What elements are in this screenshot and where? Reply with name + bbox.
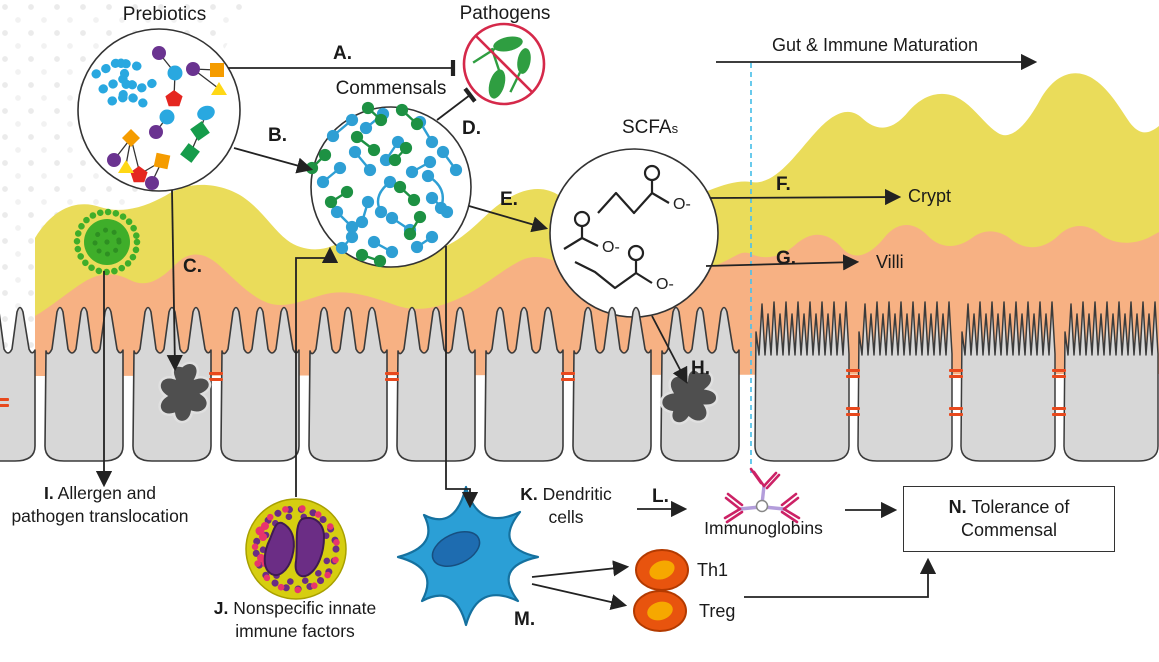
callout-j: J. Nonspecific innate immune factors [182, 597, 408, 643]
pathogen-bacteria [472, 36, 531, 99]
maturation-axis-label: Gut & Immune Maturation [771, 35, 979, 55]
callout-k-line1: Dendritic [542, 484, 612, 504]
callout-n-line2: Commensal [960, 520, 1058, 540]
callout-i-line1: Allergen and [57, 483, 156, 503]
arrow-h [651, 315, 688, 384]
callout-i-letter: I. [44, 483, 54, 503]
callout-n: N. Tolerance of Commensal [949, 496, 1070, 543]
arrow-commensals-to-dendritic [445, 246, 479, 509]
neutrophil-icon [245, 498, 347, 600]
pathogens-label: Pathogens [459, 3, 551, 24]
callout-k-line2: cells [548, 507, 584, 528]
prohibition-slash [475, 35, 534, 94]
arrow-m-th1 [531, 560, 630, 578]
dendritic-nucleus [431, 531, 481, 567]
scfa-text: SCFA [621, 117, 672, 138]
arrow-treg-to-tolerance [744, 557, 937, 598]
dendritic-cell-icon [396, 485, 540, 627]
step-m-label: M. [514, 609, 536, 630]
acetate-o-label: O- [602, 239, 620, 256]
step-c-label: C. [183, 256, 202, 277]
step-a-label: A. [333, 43, 352, 64]
prebiotic-chains [107, 46, 227, 190]
callout-n-letter: N. [948, 496, 967, 517]
immunoglobins-label: Immunoglobins [704, 518, 823, 538]
step-e-label: E. [500, 189, 518, 210]
treg-cell-icon [633, 590, 687, 632]
nucleus-lobe-right [294, 517, 326, 578]
arrow-g [705, 254, 860, 271]
step-h-label: H. [691, 358, 710, 379]
arrow-d-inhibit [436, 87, 477, 121]
prebiotics-label: Prebiotics [122, 4, 207, 25]
th1-cell-icon [635, 549, 689, 591]
villi-label: Villi [876, 252, 904, 272]
arrow-f [709, 188, 902, 206]
arrow-m-treg [531, 583, 628, 611]
butyrate-molecule: O- [597, 164, 691, 215]
arrow-b [233, 147, 314, 174]
scfa-label: SCFAs [600, 116, 700, 141]
callout-i: I. Allergen and pathogen translocation [0, 482, 200, 528]
callout-k: K. Dendritic cells [506, 483, 626, 529]
prebiotic-fiber-clump [91, 57, 158, 108]
prebiotics-circle [77, 28, 241, 192]
flow-arrows [95, 53, 1038, 611]
step-f-label: F. [776, 174, 791, 195]
step-g-label: G. [776, 248, 797, 269]
callout-j-line1: Nonspecific innate [233, 598, 377, 618]
virus-icon [73, 208, 141, 276]
nucleus-lobe-left [263, 521, 295, 576]
arrow-neutrophil-to-commensals [295, 246, 339, 497]
step-b-label: B. [268, 125, 287, 146]
callout-j-letter: J. [213, 598, 229, 618]
arrow-c [166, 189, 183, 372]
commensal-bacteria [305, 101, 463, 268]
step-d-label: D. [462, 118, 481, 139]
callout-j-line2: immune factors [235, 621, 355, 642]
callout-n-line1: Tolerance of [971, 496, 1070, 517]
commensals-text: Commensals [335, 78, 447, 99]
propionate-o-label: O- [656, 276, 674, 293]
commensals-label: Commensals [320, 77, 462, 102]
callout-k-letter: K. [520, 484, 538, 504]
pathogens-circle [462, 22, 546, 106]
callout-i-line2: pathogen translocation [11, 506, 189, 527]
arrow-e [468, 205, 549, 233]
commensals-circle [305, 101, 472, 268]
treg-label: Treg [699, 601, 736, 621]
butyrate-o-label: O- [673, 196, 691, 213]
propionate-molecule: O- [574, 244, 674, 293]
acetate-molecule: O- [563, 210, 620, 256]
crypt-label: Crypt [908, 186, 952, 206]
antibody-icon [723, 467, 801, 524]
step-l-label: L. [652, 486, 669, 507]
th1-label: Th1 [697, 560, 729, 580]
scfa-suffix-text: s [671, 121, 679, 136]
tolerance-box: N. Tolerance of Commensal [903, 486, 1115, 552]
scfa-circle: O- O- O- [549, 148, 719, 318]
